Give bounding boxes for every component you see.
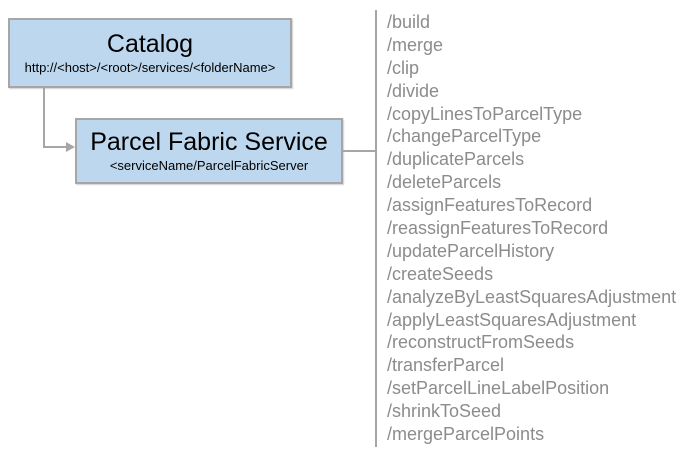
endpoints-divider-line [375, 10, 377, 447]
endpoint-item: /shrinkToSeed [387, 401, 502, 422]
endpoint-item: /changeParcelType [387, 126, 542, 147]
connector-catalog-to-service-horizontal [43, 146, 68, 148]
catalog-title: Catalog [106, 29, 194, 58]
endpoint-item: /updateParcelHistory [387, 240, 555, 261]
endpoints-list: /build/merge/clip/divide/copyLinesToParc… [387, 11, 676, 446]
service-title: Parcel Fabric Service [90, 127, 328, 156]
endpoint-item: /copyLinesToParcelType [387, 103, 583, 124]
service-url: <serviceName/ParcelFabricServer [109, 158, 309, 174]
endpoint-item: /setParcelLineLabelPosition [387, 378, 610, 399]
endpoint-item: /mergeParcelPoints [387, 424, 545, 445]
connector-arrowhead-icon [66, 142, 75, 152]
connector-catalog-to-service-vertical [43, 88, 45, 148]
endpoint-item: /analyzeByLeastSquaresAdjustment [387, 286, 677, 307]
endpoint-item: /transferParcel [387, 355, 505, 376]
endpoint-item: /divide [387, 80, 440, 101]
connector-service-to-endpoints [343, 150, 376, 152]
endpoint-item: /build [387, 12, 431, 32]
endpoint-item: /clip [387, 57, 420, 78]
endpoint-item: /duplicateParcels [387, 149, 525, 170]
endpoint-item: /createSeeds [387, 263, 494, 284]
catalog-node: Catalog http://<host>/<root>/services/<f… [8, 18, 292, 88]
endpoint-item: /assignFeaturesToRecord [387, 195, 593, 216]
endpoint-item: /merge [387, 34, 444, 55]
endpoint-item: /applyLeastSquaresAdjustment [387, 309, 637, 330]
endpoint-item: /reconstructFromSeeds [387, 332, 575, 353]
endpoint-item: /reassignFeaturesToRecord [387, 218, 609, 239]
catalog-url: http://<host>/<root>/services/<folderNam… [24, 60, 276, 76]
parcel-fabric-service-node: Parcel Fabric Service <serviceName/Parce… [75, 118, 343, 184]
endpoint-item: /deleteParcels [387, 172, 502, 193]
